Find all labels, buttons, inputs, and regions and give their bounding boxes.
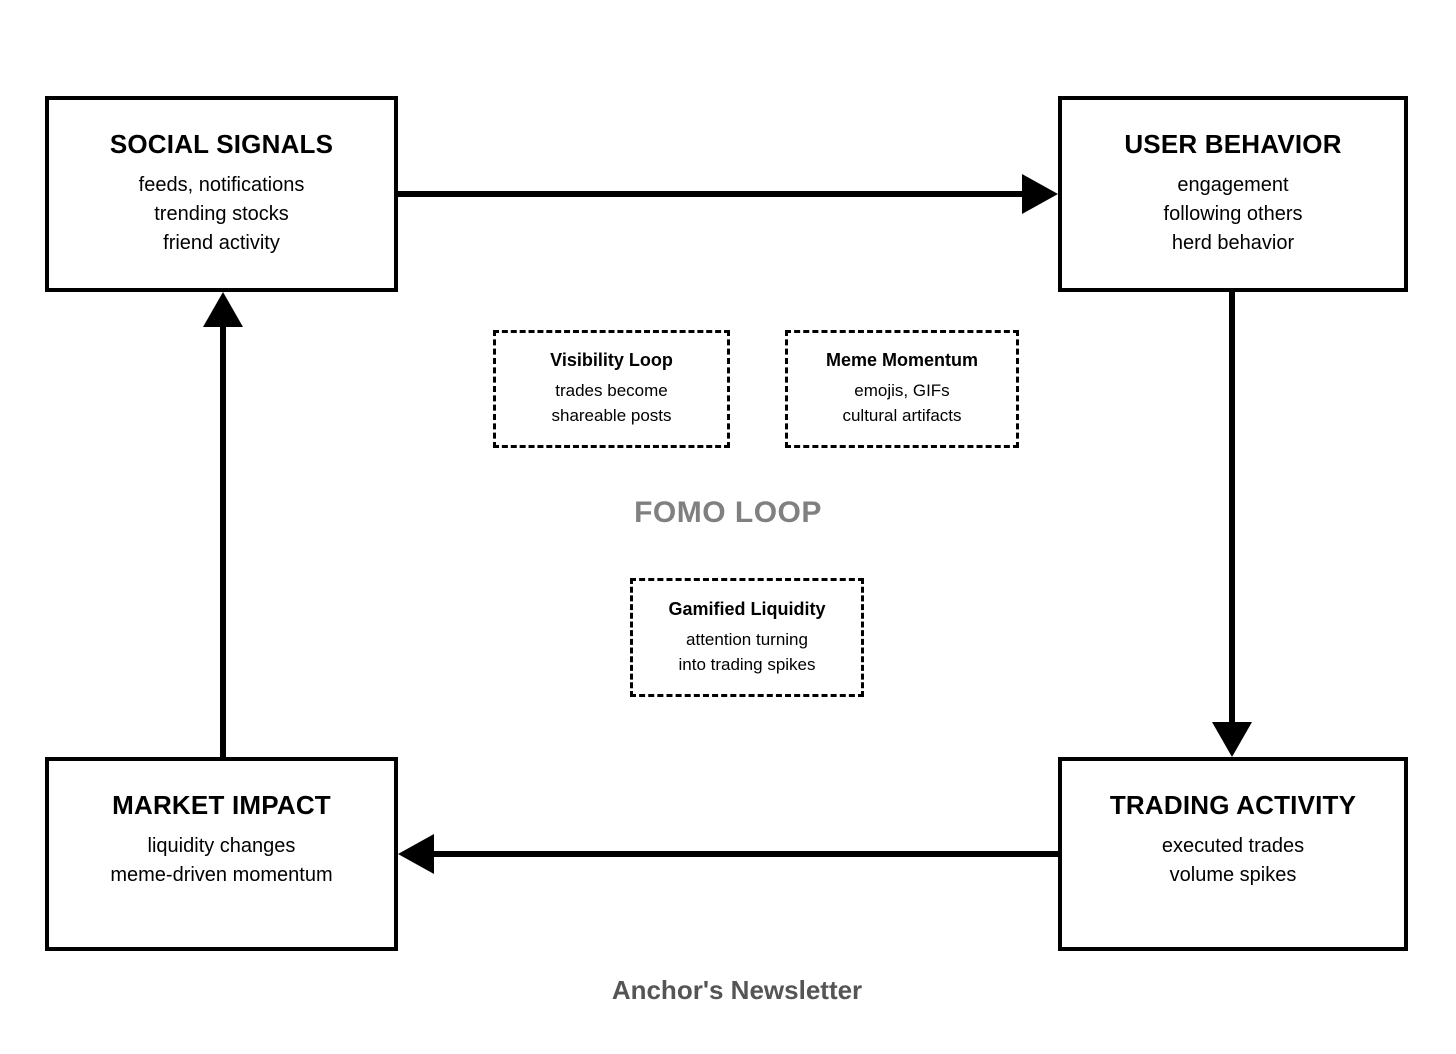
- node-line: meme-driven momentum: [110, 863, 333, 886]
- node-user-behavior[interactable]: USER BEHAVIOR engagement following other…: [1058, 96, 1408, 292]
- node-body-social-signals: feeds, notifications trending stocks fri…: [139, 171, 305, 258]
- node-body-market-impact: liquidity changes meme-driven momentum: [110, 832, 332, 890]
- node-body-trading-activity: executed trades volume spikes: [1162, 832, 1304, 890]
- annotation-line: cultural artifacts: [842, 406, 962, 425]
- arrowhead-left-trading-to-market: [398, 834, 434, 874]
- annotation-line: into trading spikes: [678, 654, 816, 674]
- node-line: executed trades: [1161, 834, 1305, 857]
- annotation-body-gamified-liquidity: attention turning into trading spikes: [678, 627, 815, 677]
- arrowhead-up-market-to-social: [203, 292, 243, 327]
- arrowhead-down-user-to-trading: [1212, 722, 1252, 757]
- node-title-market-impact: MARKET IMPACT: [112, 790, 331, 820]
- annotation-title-visibility-loop: Visibility Loop: [550, 350, 673, 370]
- node-trading-activity[interactable]: TRADING ACTIVITY executed trades volume …: [1058, 757, 1408, 951]
- node-line: trending stocks: [154, 202, 289, 225]
- annotation-gamified-liquidity[interactable]: Gamified Liquidity attention turning int…: [630, 578, 864, 697]
- node-line: liquidity changes: [147, 834, 296, 857]
- annotation-body-visibility-loop: trades become shareable posts: [551, 378, 671, 428]
- node-market-impact[interactable]: MARKET IMPACT liquidity changes meme-dri…: [45, 757, 398, 951]
- center-label-text: FOMO LOOP: [634, 496, 822, 529]
- footer-caption: Anchor's Newsletter: [0, 975, 1456, 1006]
- annotation-meme-momentum[interactable]: Meme Momentum emojis, GIFs cultural arti…: [785, 330, 1019, 448]
- arrowhead-right-social-to-user: [1022, 174, 1058, 214]
- node-social-signals[interactable]: SOCIAL SIGNALS feeds, notifications tren…: [45, 96, 398, 292]
- annotation-title-gamified-liquidity: Gamified Liquidity: [668, 598, 826, 619]
- node-line: herd behavior: [1171, 231, 1295, 254]
- edge-trading-to-market: [398, 834, 1058, 874]
- node-line: engagement: [1177, 173, 1289, 196]
- node-title-social-signals: SOCIAL SIGNALS: [109, 129, 334, 159]
- annotation-body-meme-momentum: emojis, GIFs cultural artifacts: [842, 378, 961, 428]
- footer-caption-text: Anchor's Newsletter: [611, 975, 863, 1005]
- center-label-fomo-loop: FOMO LOOP: [0, 496, 1456, 530]
- annotation-visibility-loop[interactable]: Visibility Loop trades become shareable …: [493, 330, 730, 448]
- annotation-line: shareable posts: [551, 406, 672, 425]
- annotation-line: attention turning: [686, 629, 808, 649]
- node-line: friend activity: [163, 231, 280, 254]
- node-title-user-behavior: USER BEHAVIOR: [1124, 129, 1342, 159]
- node-line: feeds, notifications: [138, 173, 305, 196]
- annotation-title-meme-momentum: Meme Momentum: [825, 350, 978, 370]
- annotation-line: trades become: [555, 381, 668, 400]
- annotation-line: emojis, GIFs: [854, 381, 950, 400]
- node-body-user-behavior: engagement following others herd behavio…: [1164, 171, 1303, 258]
- edge-social-to-user: [398, 174, 1058, 214]
- node-line: following others: [1163, 202, 1303, 225]
- node-title-trading-activity: TRADING ACTIVITY: [1109, 790, 1357, 820]
- node-line: volume spikes: [1169, 863, 1297, 886]
